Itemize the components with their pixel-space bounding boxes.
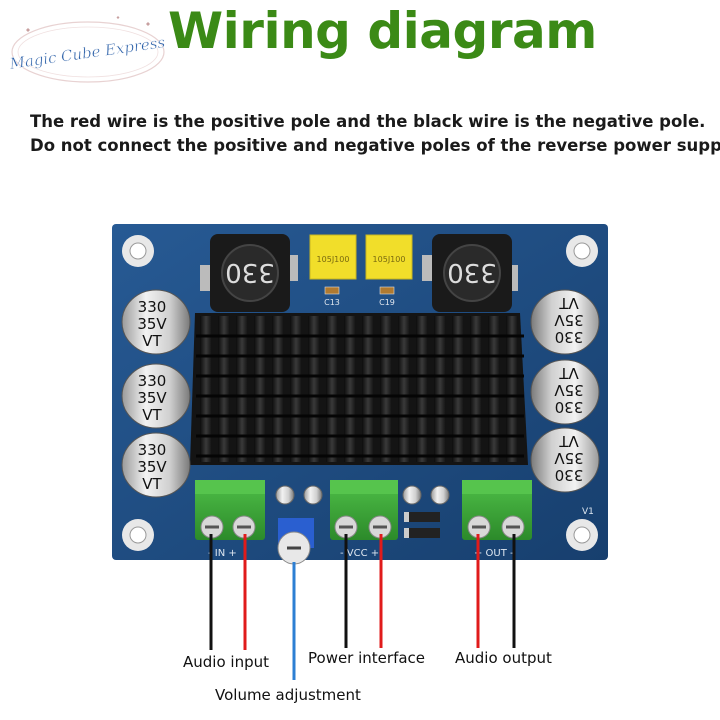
- volume-potentiometer: [277, 518, 314, 565]
- heatsink-fin: [272, 316, 284, 462]
- terminal-output: [462, 480, 532, 540]
- capacitor-marking: VT: [142, 406, 162, 424]
- capacitor-marking: VT: [558, 364, 578, 382]
- terminal-power: [330, 480, 398, 540]
- brand-logo: Magic Cube Express: [8, 16, 167, 83]
- label-audio-input: Audio input: [183, 653, 269, 671]
- note-reverse-warning: Do not connect the positive and negative…: [30, 136, 720, 155]
- capacitor-marking: 35V: [554, 449, 584, 467]
- small-capacitors: [275, 485, 450, 505]
- silk-out: + OUT -: [474, 548, 514, 559]
- page-title: Wiring diagram: [168, 2, 597, 60]
- smd-label-c19: C19: [379, 298, 395, 307]
- label-audio-output: Audio output: [455, 649, 552, 667]
- silk-in: - IN +: [208, 548, 237, 559]
- capacitor-marking: 330: [555, 466, 584, 484]
- silk-vcc: - VCC +: [340, 548, 379, 559]
- capacitor-marking: 330: [138, 441, 167, 459]
- capacitor-marking: 330: [138, 372, 167, 390]
- capacitor-marking: 35V: [554, 381, 584, 399]
- film-cap-right-marking: 105J100: [373, 255, 406, 264]
- smd-label-c13: C13: [324, 298, 340, 307]
- film-capacitors: 105J100 105J100 C13 C19: [309, 234, 413, 307]
- capacitor-marking: 330: [555, 398, 584, 416]
- wires: [209, 534, 516, 680]
- label-power-interface: Power interface: [308, 649, 426, 667]
- heatsink-fin: [470, 316, 482, 462]
- capacitor-marking: 35V: [137, 315, 167, 333]
- heatsink-fin: [236, 316, 248, 462]
- heatsink-fin: [380, 316, 392, 462]
- inductor-left-marking: 330: [225, 257, 275, 287]
- film-cap-left-marking: 105J100: [317, 255, 350, 264]
- capacitor-marking: VT: [142, 475, 162, 493]
- heatsink-fin: [326, 316, 338, 462]
- diodes: [404, 512, 440, 538]
- mounting-holes: [122, 235, 598, 551]
- capacitor-marking: 330: [138, 298, 167, 316]
- capacitor-marking: VT: [558, 432, 578, 450]
- label-volume-adjustment: Volume adjustment: [215, 686, 361, 704]
- capacitor-marking: 330: [555, 328, 584, 346]
- note-polarity: The red wire is the positive pole and th…: [30, 112, 706, 131]
- capacitor-marking: VT: [142, 332, 162, 350]
- terminal-input: [195, 480, 265, 540]
- capacitor-marking: 35V: [554, 311, 584, 329]
- inductor-right-marking: 330: [447, 257, 497, 287]
- heatsink-fin: [362, 316, 374, 462]
- silk-v1: V1: [582, 507, 594, 517]
- heatsink-fin: [344, 316, 356, 462]
- heatsink-fin: [254, 316, 266, 462]
- heatsink-fin: [452, 316, 464, 462]
- heatsink-fin: [416, 316, 428, 462]
- heatsink-fin: [200, 316, 212, 462]
- heatsink-fin: [308, 316, 320, 462]
- heatsink-fin: [398, 316, 410, 462]
- heatsink-fin: [506, 316, 518, 462]
- inductor-left: 330: [200, 234, 298, 312]
- heatsink-fin: [434, 316, 446, 462]
- inductor-right: 330: [422, 234, 518, 312]
- capacitor-marking: 35V: [137, 389, 167, 407]
- heatsink-fin: [290, 316, 302, 462]
- heatsink: [190, 313, 528, 465]
- capacitor-marking: VT: [558, 294, 578, 312]
- capacitor-marking: 35V: [137, 458, 167, 476]
- heatsink-fin: [488, 316, 500, 462]
- heatsink-fin: [218, 316, 230, 462]
